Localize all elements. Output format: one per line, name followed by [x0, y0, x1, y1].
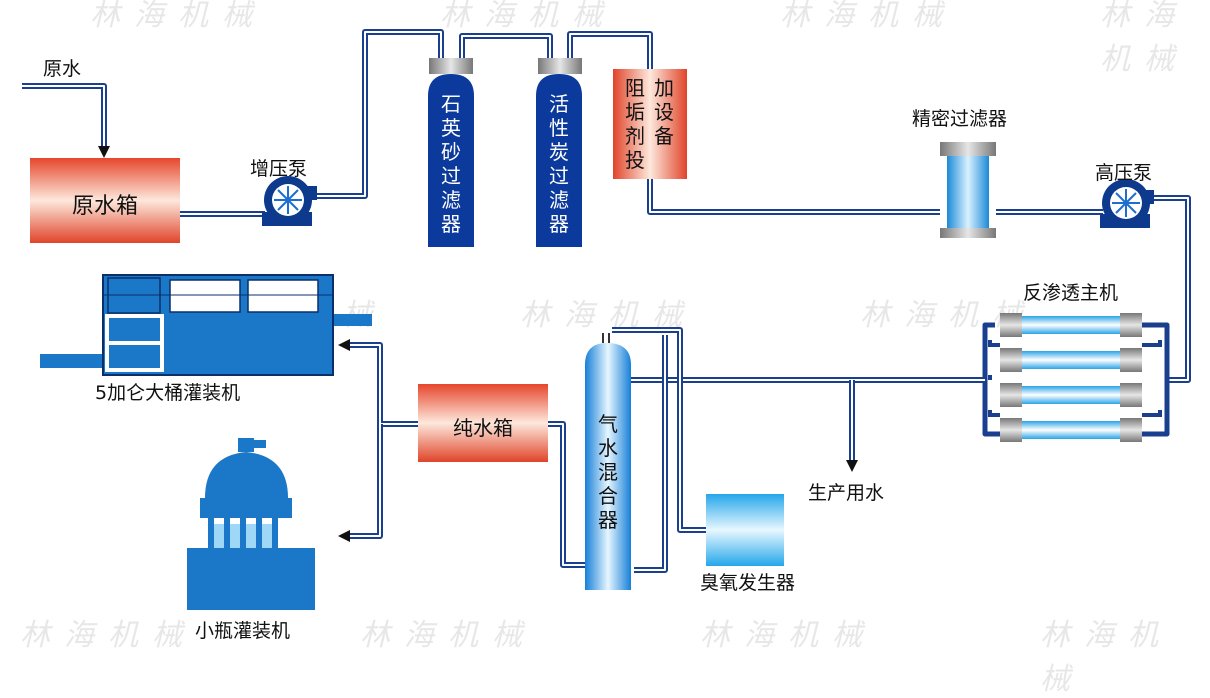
production-water-label: 生产用水	[808, 482, 885, 504]
quartz-filter-label: 石英砂过滤器	[441, 92, 461, 236]
arrow-icon	[338, 530, 350, 542]
watermark: 林海机械	[360, 618, 536, 653]
precision-filter-label: 精密过滤器	[912, 108, 1008, 130]
ozone-generator-label: 臭氧发生器	[700, 572, 796, 594]
raw-tank	[30, 158, 180, 243]
watermark: 林海机械	[1100, 0, 1188, 77]
watermark: 林海机械	[700, 618, 876, 653]
diagram-graphics	[22, 29, 1191, 610]
high-pressure-pump-label: 高压泵	[1095, 162, 1153, 184]
watermark: 林海机械	[780, 0, 956, 33]
raw-tank-label: 原水箱	[71, 194, 138, 219]
carbon-filter	[536, 58, 582, 247]
high-pressure-pump-icon	[1100, 179, 1154, 228]
ro-membranes	[988, 313, 1162, 442]
antiscalant-label-col1: 阻垢剂投	[625, 76, 645, 172]
carbon-filter-label: 活性炭过滤器	[549, 92, 569, 236]
gas-mixer-label: 气水混合器	[598, 412, 618, 532]
watermark: 林海机械	[20, 618, 196, 653]
arrow-icon	[846, 460, 858, 472]
antiscalant-label-col2: 加设备	[654, 76, 674, 148]
barrel-filler-machine	[40, 274, 372, 376]
pipes	[22, 29, 1191, 573]
antiscalant-dosing	[613, 69, 687, 179]
bottle-filler-label: 小瓶灌装机	[195, 620, 291, 642]
booster-pump-label: 增压泵	[250, 158, 308, 180]
precision-filter	[940, 142, 996, 238]
process-diagram: 林海机械 林海机械 林海机械 林海机械 林海机械 林海机械 林海机械 林海机械 …	[20, 0, 1191, 697]
arrow-icon	[98, 146, 110, 158]
watermark: 林海机械	[90, 0, 266, 33]
watermark: 林海机械	[440, 0, 616, 33]
quartz-filter	[428, 58, 474, 247]
arrow-icon	[338, 339, 350, 351]
booster-pump-icon	[262, 176, 317, 226]
ro-unit-label: 反渗透主机	[1023, 282, 1119, 304]
raw-water-label: 原水	[43, 58, 82, 80]
barrel-filler-label: 5加仑大桶灌装机	[95, 382, 241, 404]
bottle-filler-machine	[187, 438, 315, 610]
ozone-generator	[706, 494, 784, 566]
pure-tank-label: 纯水箱	[453, 416, 513, 440]
gas-water-mixer	[585, 333, 631, 590]
pure-tank	[418, 384, 548, 462]
